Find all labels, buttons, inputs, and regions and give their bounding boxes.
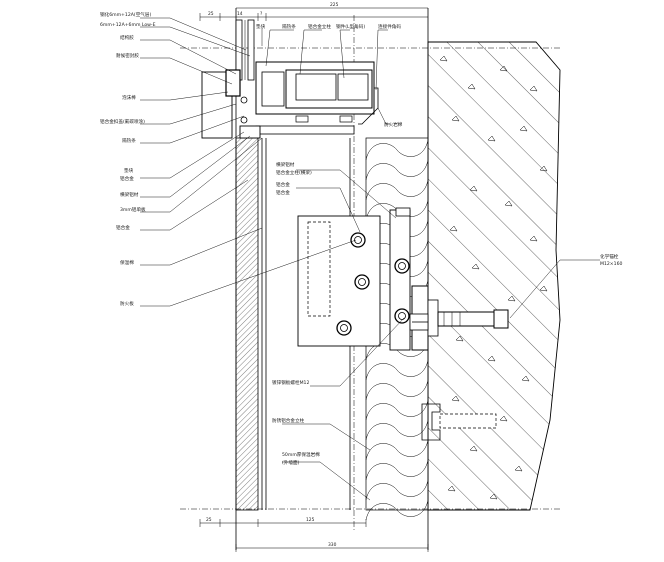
label-spacer-block: 垫块: [124, 167, 134, 174]
dim-overall: 330: [328, 542, 337, 548]
chemical-anchor: [437, 309, 509, 329]
label-foam-rod: 泡沫棒: [122, 94, 136, 101]
label-aluminum-2: 铝合金: [116, 224, 130, 231]
label-insulation-wool: 保温棉: [120, 259, 134, 266]
label-right-aluminum-2: 铝合金: [276, 189, 290, 196]
lower-embed-plate: [421, 403, 497, 441]
label-glass-spec: 6mm+12A+6mm Low-E: [100, 22, 156, 28]
label-chemical-anchor-spec: M12×160: [600, 261, 623, 267]
labels-top: 垫块 隔热条 铝合金立柱 钢件(L型角码) 连接件角码: [256, 23, 401, 30]
concrete-wall: [427, 41, 561, 511]
label-fire-board: 防火板: [120, 300, 134, 307]
label-aluminum-panel: 3mm铝单板: [120, 206, 146, 213]
label-fire-wool: 防火岩棉: [384, 121, 403, 128]
label-exterior-face: (外墙面): [282, 459, 300, 466]
glass-unit: [235, 19, 255, 81]
dim-top-3: 225: [330, 2, 339, 8]
label-top-bracket: 连接件角码: [378, 23, 401, 30]
label-right-aluminum-1: 铝合金: [276, 181, 290, 188]
label-rust-proof-mullion: 防锈铝合金立柱: [272, 417, 305, 424]
mullion-profile: [239, 61, 379, 139]
label-top-thermal: 隔热条: [282, 23, 296, 30]
labels-mid: 防火岩棉 横梁铝材 铝合金立柱(横梁) 铝合金 铝合金 镀锌钢板螺栓M12 防锈…: [272, 121, 623, 466]
dimension-lines: [199, 7, 429, 552]
label-right-transom: 横梁铝材: [276, 161, 295, 168]
label-right-mullion: 铝合金立柱(横梁): [276, 169, 312, 176]
dim-top-0: 25: [208, 11, 214, 17]
aluminum-panel: [235, 137, 259, 511]
label-glass: 钢化6mm+12A(空气层): [100, 11, 151, 18]
dim-bottom-0: 25: [206, 517, 212, 523]
leader-lines: [140, 17, 600, 501]
bolts: [336, 232, 410, 336]
label-weather-sealant: 耐候密封胶: [116, 52, 139, 59]
label-rock-wool: 50mm厚保温岩棉: [282, 451, 320, 458]
label-structural-sealant: 结构胶: [120, 34, 134, 41]
label-chemical-anchor: 化学锚栓: [600, 253, 619, 260]
labels-left: 钢化6mm+12A(空气层) 6mm+12A+6mm Low-E 结构胶 耐候密…: [100, 11, 156, 307]
dim-bottom-1: 125: [306, 517, 315, 523]
label-top-steel: 钢件(L型角码): [336, 23, 365, 30]
label-thermal-break: 隔热条: [122, 137, 136, 144]
concrete-aggregate-marks: [439, 55, 548, 500]
label-cover-cap: 铝合金扣盖(氟碳喷涂): [100, 118, 145, 125]
label-aluminum-1: 铝合金: [120, 175, 134, 182]
dim-top-2: ?: [260, 11, 263, 17]
outer-cap: [201, 69, 248, 139]
label-top-spacer: 垫块: [256, 23, 266, 30]
dim-top-1: 14: [237, 11, 243, 17]
label-bolt: 镀锌钢板螺栓M12: [272, 379, 309, 386]
label-top-mullion: 铝合金立柱: [308, 23, 331, 30]
label-transom: 横梁铝材: [120, 191, 139, 198]
